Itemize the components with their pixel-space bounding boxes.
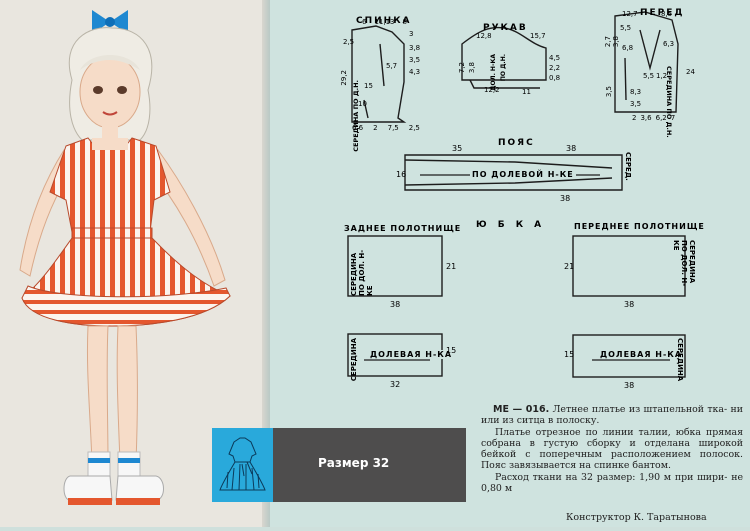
description-intro: МЕ — 016. Летнее платье из штапельной тк… bbox=[481, 404, 743, 427]
front-dim: 12,7 bbox=[622, 10, 638, 18]
skirt-front-strip bbox=[572, 334, 686, 378]
skirt-front-strip-label: ДОЛЕВАЯ Н-КА bbox=[598, 350, 685, 359]
illustration-page bbox=[0, 0, 262, 527]
front-bottom-dim: 2 bbox=[632, 114, 637, 122]
description-block: МЕ — 016. Летнее платье из штапельной тк… bbox=[481, 404, 743, 494]
front-dim: 1,2 bbox=[656, 72, 668, 80]
back-dim: 2,5 bbox=[343, 38, 355, 46]
back-pattern-title: СПИНКА bbox=[356, 16, 412, 26]
belt-grain-label: ПО ДОЛЕВОЙ Н-КЕ bbox=[470, 170, 576, 179]
front-dim: 6,3 bbox=[663, 40, 675, 48]
sleeve-dim: 11 bbox=[522, 88, 531, 96]
back-dim: 29,2 bbox=[340, 70, 348, 86]
skirt-front-strip-fold: СЕРЕДИНА bbox=[676, 338, 684, 382]
description-paragraph-1: Летнее платье из штапельной тка- ни или … bbox=[481, 404, 744, 427]
front-dim: 8,5 bbox=[661, 10, 673, 18]
skirt-back-panel-title: ЗАДНЕЕ ПОЛОТНИЩЕ bbox=[344, 224, 462, 233]
size-bar bbox=[273, 428, 466, 502]
skirt-front-panel-height: 21 bbox=[564, 262, 575, 271]
back-bottom-dims: 6,6 2 7,5 2,5 bbox=[352, 124, 420, 132]
front-fold-label: СЕРЕДИНА ПО Д.Н. bbox=[665, 66, 673, 138]
description-paragraph-2: Платье отрезное по линии талии, юбка пря… bbox=[481, 426, 743, 472]
front-dim: 6,8 bbox=[622, 44, 634, 52]
page-fold bbox=[262, 0, 270, 527]
skirt-front-panel-fold: СЕРЕДИНА ПО ДОЛ. Н-КЕ bbox=[672, 240, 696, 287]
skirt-front-panel-title: ПЕРЕДНЕЕ ПОЛОТНИЩЕ bbox=[574, 222, 705, 231]
back-dim: 10 bbox=[358, 100, 367, 108]
dress-sketch-box bbox=[212, 428, 273, 502]
dress-icon bbox=[219, 437, 266, 491]
skirt-front-panel bbox=[572, 235, 686, 297]
skirt-back-panel-height: 21 bbox=[446, 262, 457, 271]
skirt-back-panel-fold: СЕРЕДИНА ПО ДОЛ. Н-КЕ bbox=[350, 249, 374, 296]
skirt-front-strip-height: 15 bbox=[564, 350, 575, 359]
back-top-dim: 11,13 bbox=[374, 18, 395, 26]
front-dim: 2,7 bbox=[604, 36, 612, 48]
skirt-back-strip-fold: СЕРЕДИНА bbox=[350, 338, 358, 382]
sleeve-dim: 3,8 bbox=[468, 62, 476, 74]
belt-center-label: СЕРЕД. bbox=[624, 152, 632, 181]
front-dim: 5,5 bbox=[643, 72, 655, 80]
sleeve-dim: 2,2 bbox=[549, 64, 561, 72]
sleeve-dim: 7,2 bbox=[458, 62, 466, 74]
back-dim: 3,8 bbox=[409, 44, 421, 52]
back-fold-label: СЕРЕДИНА ПО Д.Н. bbox=[352, 80, 360, 152]
skirt-back-strip-height: 15 bbox=[446, 346, 457, 355]
front-pattern-title: ПЕРЕД bbox=[640, 8, 685, 18]
front-dim: 8,3 bbox=[630, 88, 642, 96]
author-credit: Конструктор К. Таратынова bbox=[566, 512, 707, 523]
skirt-back-strip-width: 32 bbox=[390, 380, 401, 389]
skirt-front-strip-width: 38 bbox=[624, 381, 635, 390]
sleeve-grain-label-2: ПО Д.Н. bbox=[500, 54, 507, 82]
back-dim: 5,7 bbox=[386, 62, 398, 70]
skirt-back-panel-width: 38 bbox=[390, 300, 401, 309]
belt-pattern-title: ПОЯС bbox=[498, 138, 535, 148]
skirt-pattern-title: Ю Б К А bbox=[476, 220, 546, 230]
back-dim: 3,5 bbox=[409, 56, 421, 64]
back-dim: 4,3 bbox=[409, 68, 421, 76]
girl-in-striped-dress-illustration bbox=[19, 10, 231, 505]
front-dim: 3,5 bbox=[630, 100, 642, 108]
front-dim: 24 bbox=[686, 68, 695, 76]
front-dim: 3,5 bbox=[605, 86, 613, 98]
skirt-front-panel-width: 38 bbox=[624, 300, 635, 309]
skirt-back-strip-label: ДОЛЕВАЯ Н-КА bbox=[368, 350, 455, 359]
description-paragraph-3: Расход ткани на 32 размер: 1,90 м при ши… bbox=[481, 471, 743, 495]
back-top-dims: 6 11,13 8 bbox=[362, 18, 407, 26]
belt-dim-bottom: 38 bbox=[560, 194, 571, 203]
belt-dim-top-left: 35 bbox=[452, 144, 463, 153]
model-code: МЕ — 016. bbox=[493, 404, 550, 415]
front-bottom-dims: 2 3,6 6,2 7 bbox=[632, 114, 675, 122]
sleeve-dim: 12,2 bbox=[484, 86, 500, 94]
back-top-dim: 6 bbox=[362, 18, 367, 26]
sleeve-dim: 4,5 bbox=[549, 54, 561, 62]
back-top-dim: 8 bbox=[402, 18, 407, 26]
front-bottom-dim: 6,2 bbox=[655, 114, 667, 122]
front-bottom-dim: 3,6 bbox=[640, 114, 652, 122]
back-dim: 15 bbox=[364, 82, 373, 90]
size-label: Размер 32 bbox=[318, 456, 390, 470]
sleeve-pattern-shape bbox=[461, 26, 547, 81]
front-dim: 5,5 bbox=[620, 24, 632, 32]
belt-dim-left: 16 bbox=[396, 170, 407, 179]
back-dim: 3 bbox=[409, 30, 414, 38]
front-pattern-shape bbox=[614, 11, 679, 113]
front-bottom-dim: 7 bbox=[670, 114, 676, 122]
back-bottom-dim: 2,5 bbox=[408, 124, 420, 132]
back-bottom-dim: 2 bbox=[373, 124, 378, 132]
back-bottom-dim: 6,6 bbox=[352, 124, 364, 132]
sleeve-grain-label: ДОЛ. Н-КА bbox=[490, 54, 497, 91]
front-dim: 3,8 bbox=[612, 36, 620, 48]
belt-pattern-shape bbox=[404, 154, 623, 191]
back-bottom-dim: 7,5 bbox=[387, 124, 399, 132]
sleeve-dim: 12,8 bbox=[476, 32, 492, 40]
sleeve-dim: 0,8 bbox=[549, 74, 561, 82]
skirt-back-panel bbox=[347, 235, 443, 297]
back-pattern-shape bbox=[351, 25, 407, 123]
sleeve-dim: 15,7 bbox=[530, 32, 546, 40]
belt-dim-top-right: 38 bbox=[566, 144, 577, 153]
sleeve-pattern-title: РУКАВ bbox=[483, 23, 528, 33]
